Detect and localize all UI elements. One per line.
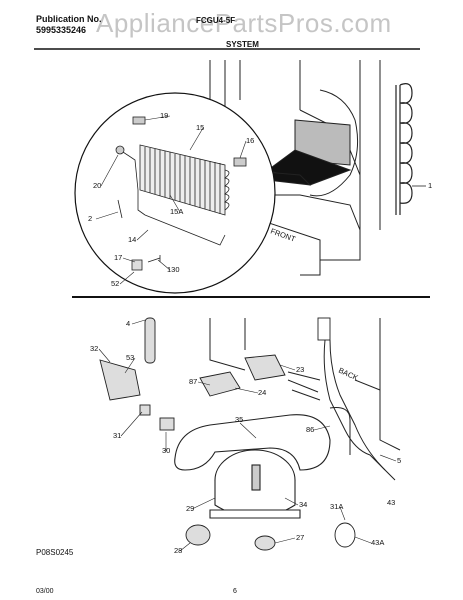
callout-5: 5 — [397, 456, 401, 465]
callout-15: 15 — [196, 123, 204, 132]
wire-harness — [287, 339, 396, 481]
callout-24: 24 — [258, 388, 266, 397]
callout-43a: 43A — [371, 538, 384, 547]
callout-31: 31 — [113, 431, 121, 440]
callout-14: 14 — [128, 235, 136, 244]
model-code: FCGU4-5F — [196, 16, 236, 25]
callout-labels: 19 15 16 20 1 2 15A 17 14 52 130 4 32 53… — [88, 111, 432, 555]
compressor-cabinet-shelf — [174, 414, 331, 471]
side-condenser-coil — [395, 83, 413, 215]
callout-29: 29 — [186, 504, 194, 513]
callout-31a: 31A — [330, 502, 343, 511]
callout-86: 86 — [306, 425, 314, 434]
callout-27: 27 — [296, 533, 304, 542]
callout-28: 28 — [174, 546, 182, 555]
publication-label: Publication No. — [36, 14, 102, 24]
publication-number: 5995335246 — [36, 25, 87, 35]
callout-1: 1 — [428, 181, 432, 190]
footer-date: 03/00 — [36, 588, 54, 595]
cabinet-drawing — [209, 60, 381, 276]
callout-43: 43 — [387, 498, 395, 507]
callout-20: 20 — [93, 181, 101, 190]
compressor — [209, 449, 301, 519]
watermark: AppliancePartsPros.com — [96, 8, 392, 38]
callout-15a: 15A — [170, 207, 183, 216]
callout-34: 34 — [299, 500, 307, 509]
section-title: SYSTEM — [226, 40, 259, 49]
callout-2: 2 — [88, 214, 92, 223]
front-label: FRONT — [269, 226, 297, 243]
rear-machine-compartment — [209, 318, 401, 451]
callout-23: 23 — [296, 365, 304, 374]
callout-53: 53 — [126, 353, 134, 362]
callout-52: 52 — [111, 279, 119, 288]
coil-fins — [144, 147, 221, 214]
back-label: BACK — [337, 366, 359, 383]
figure-code: P08S0245 — [36, 548, 74, 557]
leader-lines — [95, 115, 397, 552]
footer-page-number: 6 — [233, 588, 237, 595]
callout-17: 17 — [114, 253, 122, 262]
callout-87: 87 — [189, 377, 197, 386]
compressor-parts — [99, 317, 356, 551]
evaporator-coil — [115, 116, 247, 271]
callout-16: 16 — [246, 136, 254, 145]
callout-4: 4 — [126, 319, 130, 328]
callout-19: 19 — [160, 111, 168, 120]
callout-35: 35 — [235, 415, 243, 424]
callout-32: 32 — [90, 344, 98, 353]
callout-130: 130 — [167, 265, 180, 274]
